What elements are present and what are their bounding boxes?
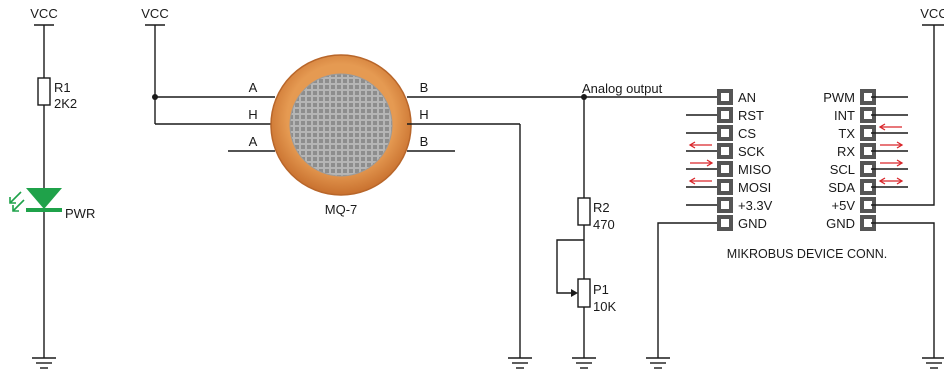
- r1-name: R1: [54, 80, 71, 95]
- right-pin-label: TX: [838, 126, 855, 141]
- mikrobus-connector: AN RST CS SCK MISO MOSI +3.3V GND PWM INT TX RX SCL…: [646, 6, 944, 369]
- left-pin-label: MOSI: [738, 180, 771, 195]
- left-pin-6-hole: [721, 201, 729, 209]
- left-pin-header: [717, 89, 733, 231]
- ground-icon-conn-right: [922, 357, 944, 369]
- right-pin-labels: PWM INT TX RX SCL SDA +5V GND: [823, 90, 855, 231]
- right-pin-2-hole: [864, 129, 872, 137]
- ground-icon-left: [32, 357, 56, 369]
- led-emission-icon: [9, 191, 25, 212]
- ground-icon-conn-left: [646, 357, 670, 369]
- right-pin-header: [860, 89, 876, 231]
- wiper-arrow-icon: [571, 289, 578, 297]
- sensor-pin-h-right: H: [419, 107, 428, 122]
- right-pin-0-hole: [864, 93, 872, 101]
- left-pin-label: CS: [738, 126, 756, 141]
- left-pin-label: RST: [738, 108, 764, 123]
- right-pin-label: INT: [834, 108, 855, 123]
- right-pin-label: RX: [837, 144, 855, 159]
- r2-resistor: [577, 197, 591, 226]
- left-pin-label: +3.3V: [738, 198, 773, 213]
- ground-icon-h: [508, 357, 532, 369]
- p1-potentiometer: [577, 278, 591, 308]
- p1-value: 10K: [593, 299, 616, 314]
- right-pin-label: GND: [826, 216, 855, 231]
- left-pin-label: GND: [738, 216, 767, 231]
- right-pin-label: +5V: [832, 198, 856, 213]
- left-pin-7-hole: [721, 219, 729, 227]
- sensor-pin-b-right2: B: [420, 134, 429, 149]
- right-pin-1-hole: [864, 111, 872, 119]
- right-pin-3-hole: [864, 147, 872, 155]
- power-led-branch: VCC R1 2K2 PWR: [9, 6, 95, 369]
- sensor-pin-b-right: B: [420, 80, 429, 95]
- right-pin-label: SDA: [828, 180, 855, 195]
- right-pin-5-hole: [864, 183, 872, 191]
- left-pin-label: SCK: [738, 144, 765, 159]
- left-pin-label: AN: [738, 90, 756, 105]
- sensor-name: MQ-7: [325, 202, 358, 217]
- left-pin-2-hole: [721, 129, 729, 137]
- vcc-label-right: VCC: [920, 6, 944, 21]
- sensor-pin-a-left: A: [249, 80, 258, 95]
- r2-name: R2: [593, 200, 610, 215]
- sensor-pin-a-left2: A: [249, 134, 258, 149]
- left-pin-5-hole: [721, 183, 729, 191]
- right-pin-4-hole: [864, 165, 872, 173]
- right-pin-label: PWM: [823, 90, 855, 105]
- right-pin-label: SCL: [830, 162, 855, 177]
- signal-arrows-right: [878, 123, 904, 185]
- sensor-branch: VCC A H A B H B MQ-7: [141, 6, 584, 369]
- analog-output-label: Analog output: [582, 81, 663, 96]
- left-pin-1-hole: [721, 111, 729, 119]
- signal-arrows-left: [688, 141, 714, 185]
- r1-value: 2K2: [54, 96, 77, 111]
- right-pin-6-hole: [864, 201, 872, 209]
- sensor-pin-h-left: H: [248, 107, 257, 122]
- right-pin-7-hole: [864, 219, 872, 227]
- left-pin-3-hole: [721, 147, 729, 155]
- pwr-led-icon: [26, 188, 62, 209]
- r1-resistor: [37, 77, 51, 106]
- connector-title: MIKROBUS DEVICE CONN.: [727, 247, 887, 261]
- ground-icon-p1: [572, 357, 596, 369]
- left-pin-label: MISO: [738, 162, 771, 177]
- r2-value: 470: [593, 217, 615, 232]
- vcc-label-left: VCC: [30, 6, 57, 21]
- left-pin-4-hole: [721, 165, 729, 173]
- left-pin-labels: AN RST CS SCK MISO MOSI +3.3V GND: [738, 90, 773, 231]
- output-divider: Analog output R2 470 P1 10K: [556, 81, 718, 369]
- p1-name: P1: [593, 282, 609, 297]
- vcc-label-mid: VCC: [141, 6, 168, 21]
- left-pin-0-hole: [721, 93, 729, 101]
- pwr-led-label: PWR: [65, 206, 95, 221]
